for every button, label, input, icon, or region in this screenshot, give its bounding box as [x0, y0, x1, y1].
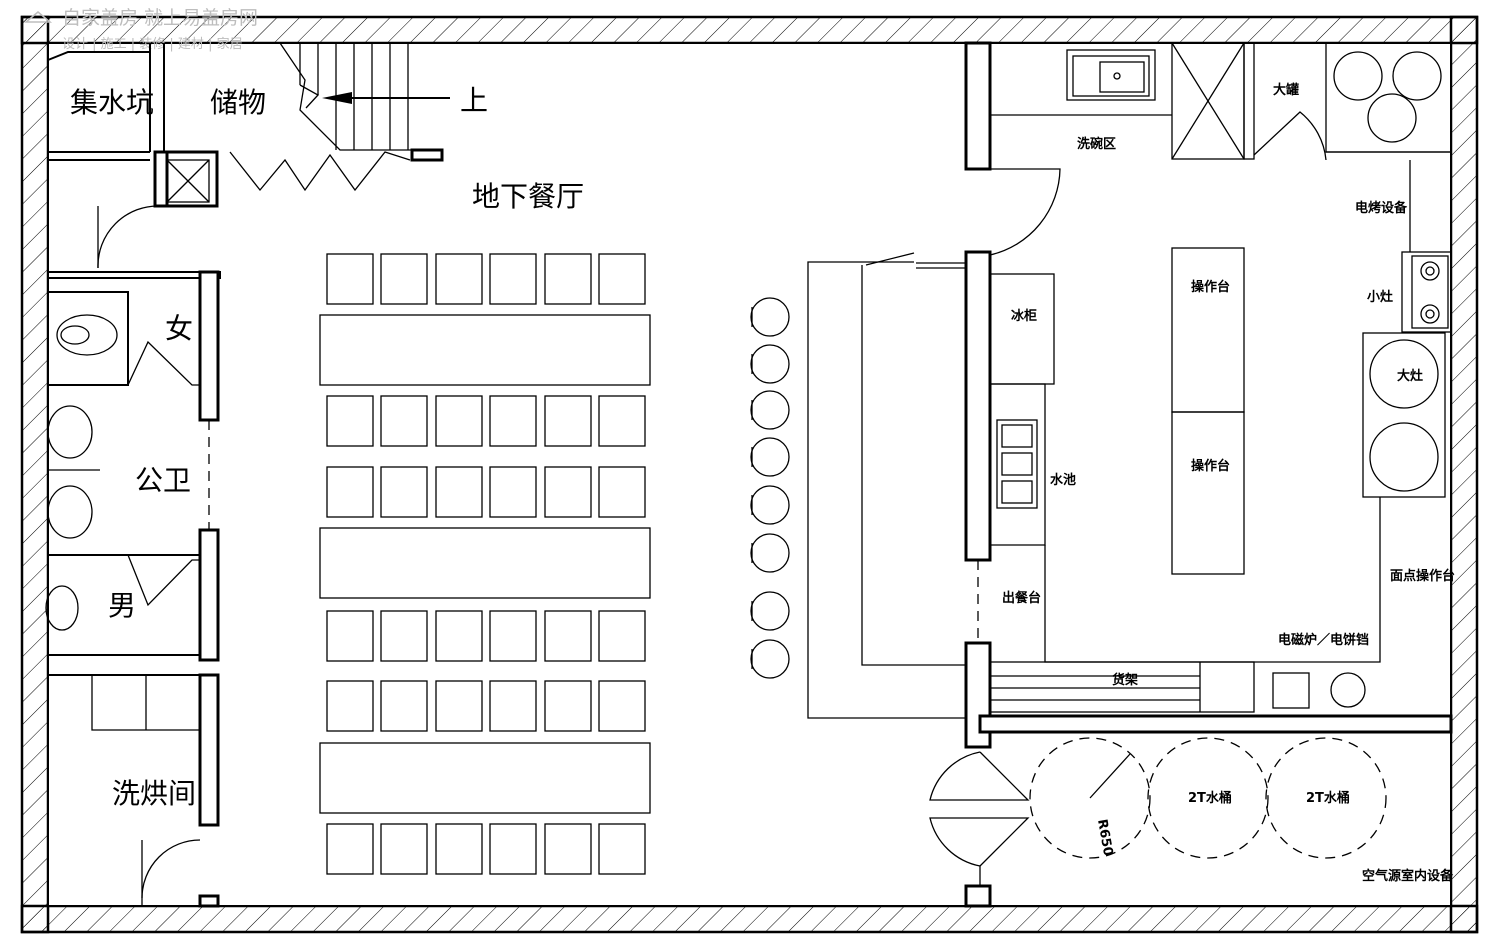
dining-hall-label: 地下餐厅	[472, 180, 584, 213]
dining-table	[319, 527, 651, 599]
dining-chair	[598, 466, 646, 518]
workbench-2-label: 操作台	[1191, 458, 1230, 474]
big-stove-label: 大灶	[1397, 368, 1423, 384]
door-arc	[141, 839, 201, 899]
womens-label: 女	[165, 312, 193, 345]
air-source-label: 空气源室内设备	[1362, 868, 1454, 884]
door-arc	[989, 168, 1061, 256]
door-arc	[97, 205, 161, 269]
dining-table	[319, 742, 651, 814]
dining-chair	[326, 823, 374, 875]
exterior-walls	[20, 15, 1479, 934]
stair-up-label: 上	[460, 84, 488, 117]
bar-counter: 出餐台	[807, 250, 1041, 749]
big-tank-label: 大罐	[1273, 82, 1299, 98]
serving-counter-label: 出餐台	[1002, 590, 1041, 606]
dining-chair	[544, 253, 592, 305]
dining-chair	[435, 610, 483, 662]
dining-chair	[435, 395, 483, 447]
dining-tables	[319, 253, 651, 875]
dining-chair	[489, 680, 537, 732]
shelf-label: 货架	[1112, 672, 1138, 688]
dining-table	[319, 314, 651, 386]
mens-label: 男	[108, 589, 136, 622]
kitchen: 洗碗区 大罐 电烤设备 小灶 大灶 操作台 操作台	[989, 42, 1455, 713]
public-wc-label: 公卫	[135, 464, 191, 497]
water-tanks: R650 2T水桶 2T水桶 空气源室内设备	[1029, 737, 1454, 884]
watermark-subtitle: 设计 | 施工 | 装修 | 建材 | 家居	[62, 36, 243, 52]
watermark-title: 自家盖房 就上易盖房网	[62, 7, 258, 29]
laundry-room: 洗烘间	[48, 673, 220, 908]
bar-stool	[750, 297, 790, 337]
bar-stool	[750, 639, 790, 679]
dining-chair	[598, 823, 646, 875]
storage-room: 储物	[153, 86, 411, 208]
dining-hall: 地下餐厅	[319, 180, 790, 875]
bar-stool	[750, 533, 790, 573]
small-stove-label: 小灶	[1367, 289, 1393, 305]
dining-chair	[326, 680, 374, 732]
storage-label: 储物	[210, 86, 266, 119]
dining-chair	[435, 823, 483, 875]
dining-chair	[380, 680, 428, 732]
dining-chair	[380, 466, 428, 518]
dining-chair	[326, 395, 374, 447]
dining-chair	[435, 680, 483, 732]
laundry-label: 洗烘间	[112, 777, 196, 810]
tank-1-label: 2T水桶	[1188, 790, 1232, 806]
dining-chair	[380, 395, 428, 447]
dining-chair	[544, 610, 592, 662]
fridge-label: 冰柜	[1011, 308, 1037, 324]
bar-stool	[750, 390, 790, 430]
workbench-1-label: 操作台	[1191, 279, 1230, 295]
dining-chair	[326, 253, 374, 305]
bar-stool	[750, 591, 790, 631]
dining-chair	[598, 253, 646, 305]
sump-label: 集水坑	[70, 86, 154, 119]
dining-chair	[544, 466, 592, 518]
sump-room: 集水坑	[47, 43, 165, 161]
dining-chair	[380, 823, 428, 875]
arrow-icon	[322, 92, 352, 104]
dining-chair	[380, 610, 428, 662]
dining-chair	[544, 823, 592, 875]
dining-chair	[544, 680, 592, 732]
bar-stool	[750, 344, 790, 384]
sink-label: 水池	[1050, 472, 1076, 488]
dining-chair	[435, 253, 483, 305]
dining-chair	[598, 610, 646, 662]
oven-equipment-label: 电烤设备	[1355, 200, 1408, 216]
bar-stool	[750, 485, 790, 525]
dining-chair	[489, 253, 537, 305]
bar-stools	[750, 297, 790, 679]
radius-label: R650	[1094, 818, 1115, 857]
dining-chair	[489, 395, 537, 447]
dining-chair	[544, 395, 592, 447]
pastry-bench-label: 面点操作台	[1390, 568, 1455, 584]
door-arc	[1253, 111, 1327, 161]
bar-stool	[750, 437, 790, 477]
dining-chair	[326, 466, 374, 518]
dining-chair	[489, 823, 537, 875]
dining-chair	[326, 610, 374, 662]
dining-chair	[598, 680, 646, 732]
dining-chair	[489, 466, 537, 518]
dish-area-label: 洗碗区	[1077, 136, 1116, 152]
dining-chair	[380, 253, 428, 305]
watermark: 自家盖房 就上易盖房网 设计 | 施工 | 装修 | 建材 | 家居	[23, 7, 258, 52]
restrooms: 女 公卫 男	[45, 270, 221, 662]
induction-label: 电磁炉／电饼铛	[1278, 632, 1369, 648]
staircase: 上	[279, 42, 488, 162]
dining-chair	[489, 610, 537, 662]
dining-chair	[598, 395, 646, 447]
swing-doors	[929, 751, 1030, 908]
tank-2-label: 2T水桶	[1306, 790, 1350, 806]
dining-chair	[435, 466, 483, 518]
